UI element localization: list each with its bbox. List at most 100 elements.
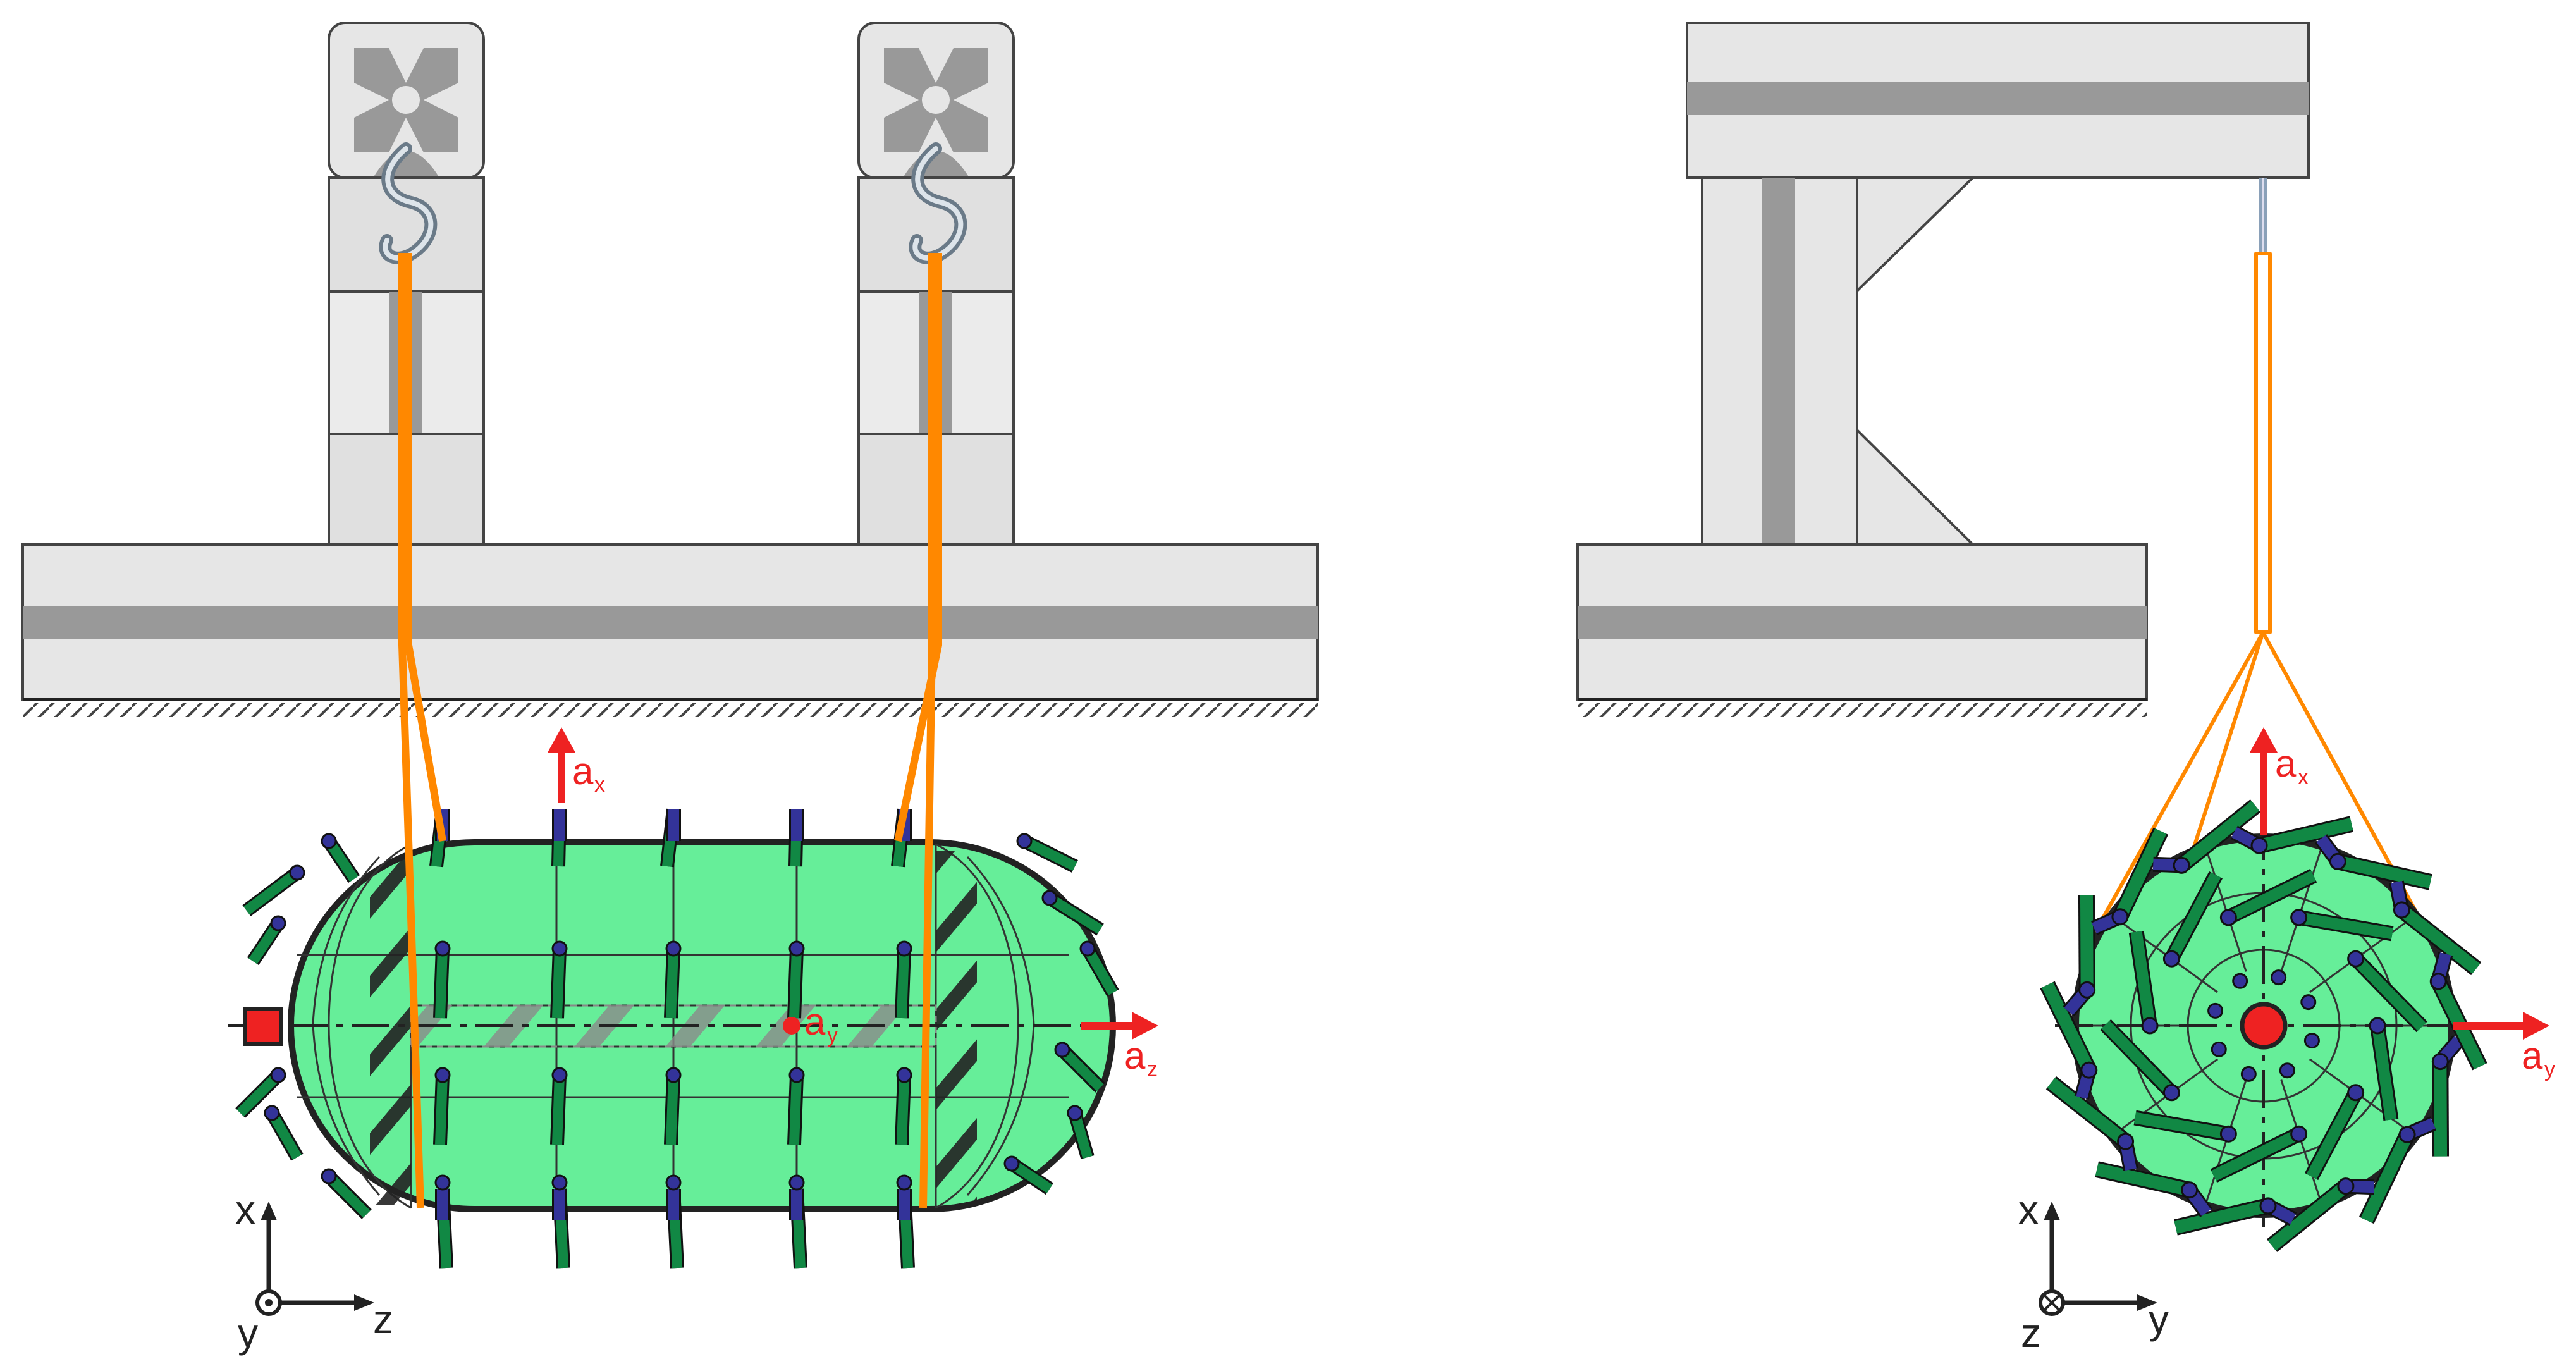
sensor-mount-dot — [2337, 1177, 2355, 1195]
hook-right — [909, 142, 967, 264]
sensor-mount-dot — [2211, 1041, 2227, 1057]
sensor-mount-dot — [2393, 901, 2410, 919]
axis-z-right: z — [2021, 1310, 2041, 1356]
sensor-outer — [2113, 827, 2169, 921]
capsule-body — [228, 839, 1116, 1212]
sensor-mount-dot — [2162, 1084, 2180, 1102]
sensors-right-view — [2040, 799, 2487, 1252]
sensor-side — [664, 1074, 680, 1145]
accel-ax-right: a x — [2250, 727, 2309, 835]
axis-y-right: y — [2149, 1296, 2169, 1342]
sensor-mount-dot — [2429, 973, 2447, 990]
sensor-mount-dot — [2303, 1033, 2320, 1049]
sensor-mount-dot — [2347, 950, 2365, 968]
sensor-inner — [2210, 1127, 2302, 1183]
sensor-mount-dot — [434, 1067, 451, 1083]
axis-z-left: z — [373, 1296, 393, 1342]
hook-left — [379, 142, 438, 264]
coord-system-right: x y z — [2018, 1187, 2169, 1356]
sensor-mount-dot — [434, 940, 451, 957]
ay-sub-left: y — [827, 1023, 838, 1047]
sensor-endcap-left — [235, 1070, 283, 1118]
sensor-mount-dot — [321, 1168, 337, 1184]
sensor-mount-dot — [2259, 1197, 2277, 1215]
sensor-side — [895, 948, 911, 1019]
sensor-endcap-left — [242, 867, 302, 916]
az-label-left: a — [1124, 1035, 1146, 1077]
sensor-mount-dot — [2162, 950, 2180, 968]
sensor-mount-dot — [2117, 1133, 2135, 1150]
coord-system-left: x z y — [235, 1187, 393, 1356]
sensor-mount-dot — [665, 1174, 682, 1191]
accel-ay-right: a y — [2453, 1012, 2555, 1081]
sensor-outer — [2095, 1161, 2192, 1198]
sensor-mount-dot — [2219, 1125, 2237, 1143]
sensor-inner — [2133, 1110, 2230, 1142]
sensor-mount-dot — [2080, 1061, 2098, 1079]
sensor-side — [550, 1074, 567, 1145]
axis-x-right: x — [2018, 1187, 2039, 1233]
sensor-mount-dot — [2290, 1125, 2308, 1143]
sensor-mount-dot — [2181, 1181, 2199, 1199]
ay-label-right: a — [2522, 1035, 2543, 1077]
sensor-outer — [2040, 981, 2097, 1074]
sensor-mount-dot — [2329, 852, 2346, 870]
sensor-mount-dot — [788, 940, 805, 957]
sensor-mount-dot — [2398, 1126, 2416, 1143]
sensor-mount-dot — [1016, 833, 1033, 849]
accel-ay-left: a y — [783, 1000, 838, 1047]
base-beam-right — [1576, 543, 2148, 717]
sling-right — [894, 253, 942, 1208]
sensor-mount-dot — [551, 1174, 568, 1191]
sensor-mount-dot — [788, 1174, 805, 1191]
sensor-mount-dot — [2250, 837, 2268, 854]
sensor-inner — [2305, 1089, 2363, 1181]
sensor-mount-dot — [2078, 981, 2096, 999]
sensor-mount-dot — [665, 940, 682, 957]
sensor-outer — [2336, 853, 2432, 890]
ax-sub-right: x — [2298, 765, 2309, 789]
sensor-mount-dot — [321, 833, 337, 849]
sensor-side — [433, 1074, 450, 1145]
ay-label-left: a — [804, 1000, 826, 1043]
accel-az-left: a z — [1081, 1012, 1158, 1081]
sensor-outer — [2358, 1131, 2415, 1224]
sensor-side — [787, 1074, 804, 1145]
ay-sub-right: y — [2544, 1057, 2555, 1081]
sensor-endcap-left — [324, 1171, 372, 1219]
ax-sub-left: x — [594, 773, 605, 797]
sensor-mount-dot — [1079, 940, 1096, 957]
sensor-inner — [2100, 1019, 2177, 1098]
profile-cap-right — [857, 22, 1015, 179]
sensor-endcap-right — [1046, 892, 1104, 936]
sensor-inner — [2128, 930, 2157, 1027]
sensor-outer — [2266, 1179, 2352, 1252]
sensor-mount-dot — [2271, 969, 2287, 986]
sensor-mount-dot — [896, 1174, 912, 1191]
sensor-mount-dot — [270, 915, 286, 931]
sensor-endcap-right — [1081, 945, 1119, 997]
sensor-mount-dot — [270, 1067, 286, 1083]
sensor-mount-dot — [551, 940, 568, 957]
sensor-inner — [2370, 1024, 2399, 1121]
sensor-mount-dot — [2240, 1066, 2257, 1082]
sensor-mount-dot — [1003, 1155, 1020, 1172]
profile-cap-left — [328, 22, 485, 179]
accel-ax-left: a x — [548, 727, 605, 803]
sensor-mount-dot — [2347, 1084, 2365, 1102]
sensor-mount-dot — [2290, 909, 2308, 926]
post-right-view — [1701, 176, 1976, 546]
sensor-endcap-right — [1057, 1045, 1105, 1093]
sensor-mount-dot — [2431, 1053, 2449, 1071]
sensor-endcap-right — [1021, 835, 1078, 873]
sensors-left-view — [235, 808, 1119, 1269]
ax-label-right: a — [2275, 742, 2297, 785]
sensor-mount-dot — [551, 1067, 568, 1083]
top-beam-right — [1686, 22, 2310, 179]
sensor-outer — [2173, 1198, 2270, 1236]
sensor-mount-dot — [665, 1067, 682, 1083]
sensor-outer — [2432, 1061, 2450, 1157]
sensor-mount-dot — [2111, 908, 2129, 926]
axis-y-left: y — [238, 1310, 258, 1356]
sensor-mount-dot — [896, 1067, 912, 1083]
